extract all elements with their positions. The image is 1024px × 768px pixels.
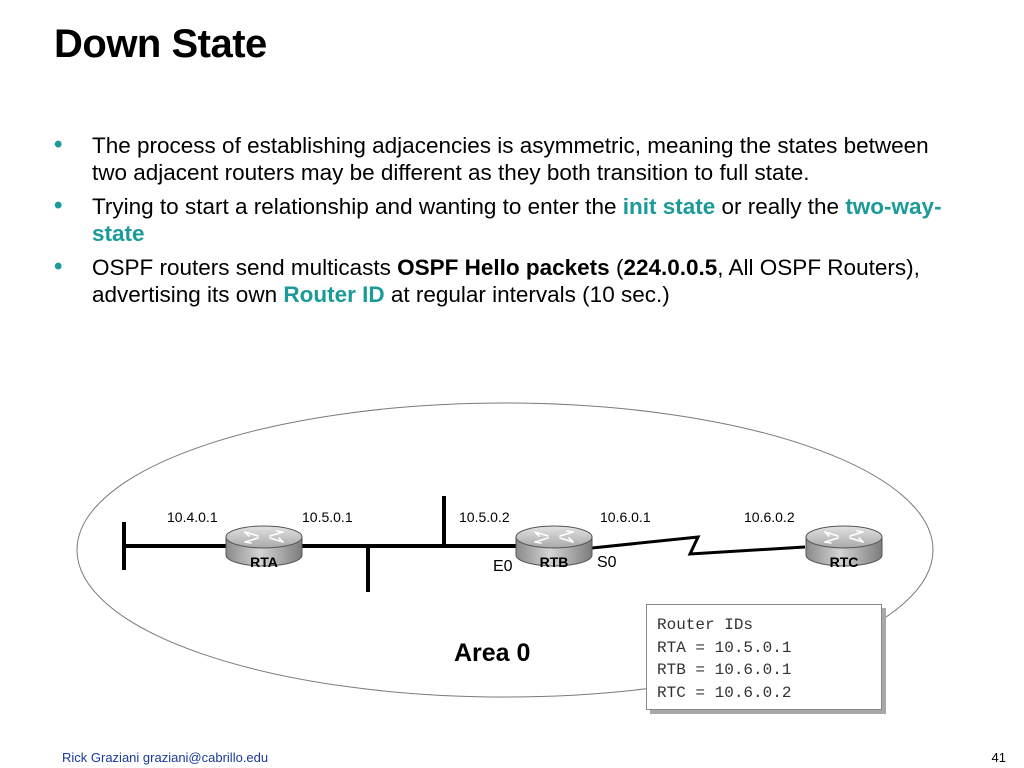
bullet-text: Trying to start a relationship and wanti…: [92, 194, 623, 219]
bullet-item: • OSPF routers send multicasts OSPF Hell…: [54, 253, 954, 308]
bullet-text: OSPF routers send multicasts: [92, 255, 398, 280]
bullet-icon: •: [54, 192, 63, 219]
bullet-text: , All OSPF Routers), advertising its own: [92, 255, 920, 307]
init-state-term: init state: [622, 194, 716, 219]
bullet-item: • The process of establishing adjacencie…: [54, 131, 954, 186]
area-0-boundary: [76, 402, 934, 698]
interface-label: E0: [493, 558, 513, 575]
router-ids-box: Router IDs RTA = 10.5.0.1 RTB = 10.6.0.1…: [646, 604, 882, 710]
slide-title: Down State: [54, 22, 267, 66]
bullet-list: • The process of establishing adjacencie…: [54, 131, 954, 315]
router-name: RTB: [540, 554, 569, 570]
two-way-state-term: two-way-state: [92, 194, 942, 246]
bullet-text: at regular intervals (10 sec.): [384, 282, 670, 307]
area-label: Area 0: [454, 639, 530, 667]
bullet-text: or really the: [715, 194, 846, 219]
router-id-term: Router ID: [283, 282, 385, 307]
ip-address-label: 10.6.0.2: [744, 509, 795, 525]
bullet-icon: •: [54, 131, 63, 158]
router-id-line: RTC = 10.6.0.2: [657, 683, 792, 702]
ip-address-label: 10.4.0.1: [167, 509, 218, 525]
router-name: RTA: [250, 554, 278, 570]
ip-address-label: 10.5.0.1: [302, 509, 353, 525]
interface-label: S0: [597, 554, 617, 571]
footer-author: Rick Graziani graziani@cabrillo.edu: [62, 750, 269, 765]
bullet-text: (: [609, 255, 624, 280]
ip-address-label: 10.5.0.2: [459, 509, 510, 525]
bullet-icon: •: [54, 253, 63, 280]
router-id-line: RTB = 10.6.0.1: [657, 661, 792, 679]
router-name: RTC: [830, 554, 859, 570]
ip-address-label: 10.6.0.1: [600, 509, 651, 525]
bullet-item: • Trying to start a relationship and wan…: [54, 192, 954, 247]
multicast-address: 224.0.0.5: [623, 255, 718, 280]
bullet-text: The process of establishing adjacencies …: [92, 133, 929, 185]
page-number: 41: [991, 750, 1006, 765]
router-ids-heading: Router IDs: [657, 616, 754, 634]
serial-link: [591, 535, 806, 556]
hello-packets-term: OSPF Hello packets: [397, 255, 610, 280]
router-id-line: RTA = 10.5.0.1: [657, 638, 792, 657]
